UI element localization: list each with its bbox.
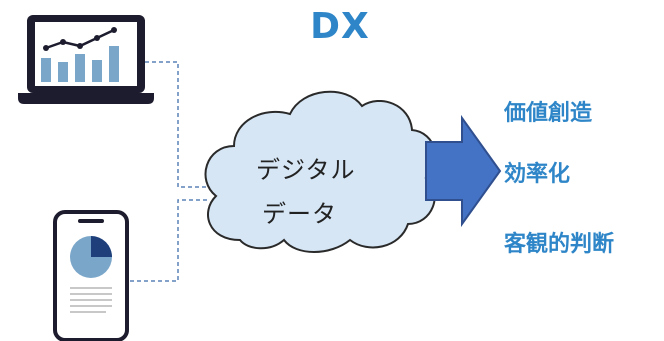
outcome-objective-judgment: 客観的判断 — [504, 232, 615, 257]
outcome-efficiency: 効率化 — [504, 162, 571, 187]
cloud-label-line2: データ — [262, 200, 337, 228]
smartphone-pie-icon — [53, 210, 129, 341]
cloud-label-line1: デジタル — [256, 156, 356, 184]
outcome-value-creation: 価値創造 — [504, 101, 593, 126]
connector-lines — [130, 61, 210, 282]
right-arrow-icon — [425, 114, 502, 228]
cloud-icon — [204, 90, 437, 253]
laptop-chart-icon — [18, 15, 154, 104]
dx-title: DX — [310, 6, 370, 47]
